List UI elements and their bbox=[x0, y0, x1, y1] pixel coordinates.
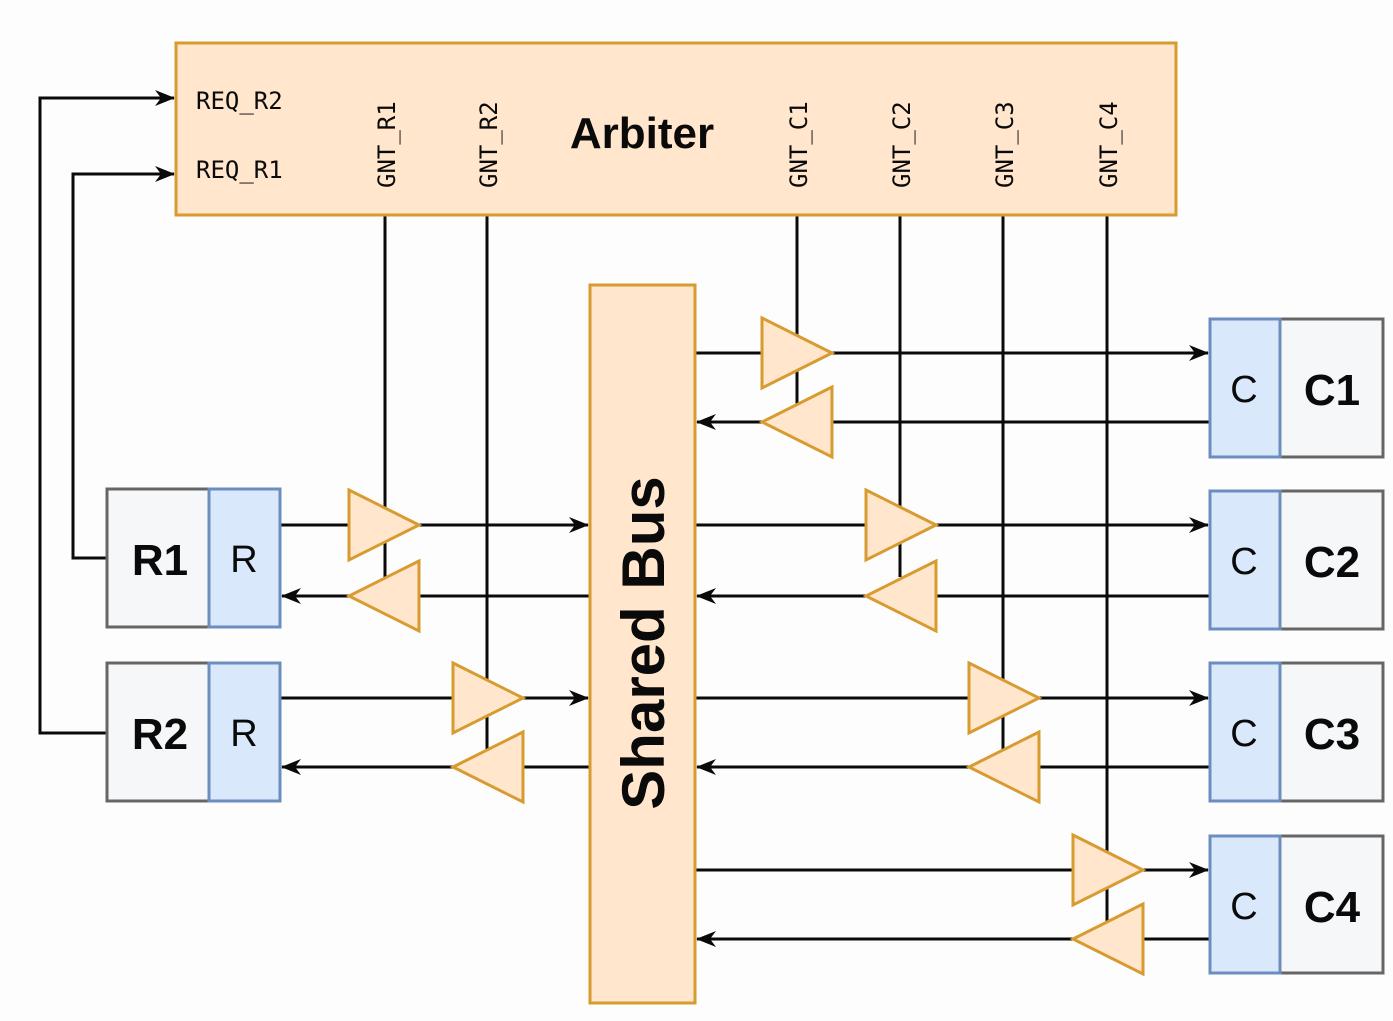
gnt-r2-label: GNT_R2 bbox=[475, 101, 503, 188]
completer-c1-name: C1 bbox=[1304, 366, 1360, 415]
completer-c4-port bbox=[1208, 834, 1282, 975]
completer-c2-box bbox=[1278, 489, 1385, 631]
req-r1-wire bbox=[71, 166, 175, 560]
requester-r2: R2 R bbox=[105, 661, 282, 803]
arbiter-title: Arbiter bbox=[570, 109, 714, 158]
completer-c4-name: C4 bbox=[1304, 883, 1361, 932]
requester-r1: R1 R bbox=[105, 487, 282, 629]
buffer-c4-tx-icon bbox=[1071, 832, 1147, 908]
completer-c3: C3 C bbox=[1208, 661, 1385, 803]
buffer-r1-tx-icon bbox=[347, 487, 423, 563]
buffer-r1-rx-icon bbox=[345, 558, 421, 634]
gnt-r1-label: GNT_R1 bbox=[373, 101, 401, 188]
requester-r2-name: R2 bbox=[132, 710, 188, 759]
buffers bbox=[345, 315, 1147, 977]
completer-c3-name: C3 bbox=[1304, 710, 1360, 759]
requester-r1-port bbox=[207, 487, 282, 629]
req-r2-wire bbox=[38, 90, 175, 735]
requester-r2-port bbox=[207, 661, 282, 803]
completer-c2-name: C2 bbox=[1304, 538, 1360, 587]
completer-c4-box bbox=[1278, 834, 1385, 975]
completer-c1-port bbox=[1208, 317, 1282, 459]
completer-c3-port-label: C bbox=[1230, 713, 1257, 755]
completer-c1-box bbox=[1278, 317, 1385, 459]
completer-c2: C2 C bbox=[1208, 489, 1385, 631]
buffer-c1-rx-icon bbox=[758, 384, 834, 460]
requester-r2-port-label: R bbox=[230, 713, 257, 755]
completer-c4: C4 C bbox=[1208, 834, 1385, 975]
req-r1-label: REQ_R1 bbox=[196, 156, 283, 184]
buffer-c1-tx-icon bbox=[760, 315, 836, 391]
buffer-c3-rx-icon bbox=[965, 729, 1041, 805]
gnt-c2-label: GNT_C2 bbox=[888, 101, 916, 188]
buffer-c2-tx-icon bbox=[864, 487, 940, 563]
completer-c4-port-label: C bbox=[1230, 886, 1257, 928]
shared-bus: Shared Bus bbox=[588, 283, 697, 1005]
requester-r1-name: R1 bbox=[132, 536, 188, 585]
buffer-c3-tx-icon bbox=[967, 660, 1043, 736]
completer-c3-port bbox=[1208, 661, 1282, 803]
completer-c1: C1 C bbox=[1208, 317, 1385, 459]
completer-c2-port bbox=[1208, 489, 1282, 631]
buffer-c2-rx-icon bbox=[862, 558, 938, 634]
arbiter-box bbox=[174, 41, 1178, 217]
gnt-c3-label: GNT_C3 bbox=[991, 101, 1019, 188]
arbiter-block: Arbiter REQ_R2 REQ_R1 GNT_R1 GNT_R2 GNT_… bbox=[174, 41, 1178, 217]
gnt-c1-label: GNT_C1 bbox=[785, 101, 813, 188]
gnt-c4-label: GNT_C4 bbox=[1095, 101, 1123, 188]
shared-bus-box bbox=[588, 283, 697, 1005]
requester-r1-port-label: R bbox=[230, 539, 257, 581]
completer-c3-box bbox=[1278, 661, 1385, 803]
req-r2-label: REQ_R2 bbox=[196, 87, 283, 115]
buffer-r2-tx-icon bbox=[451, 660, 527, 736]
completer-c1-port-label: C bbox=[1230, 369, 1257, 411]
buffer-c4-rx-icon bbox=[1069, 901, 1145, 977]
shared-bus-label: Shared Bus bbox=[610, 476, 677, 809]
buffer-r2-rx-icon bbox=[449, 729, 525, 805]
completer-c2-port-label: C bbox=[1230, 541, 1257, 583]
